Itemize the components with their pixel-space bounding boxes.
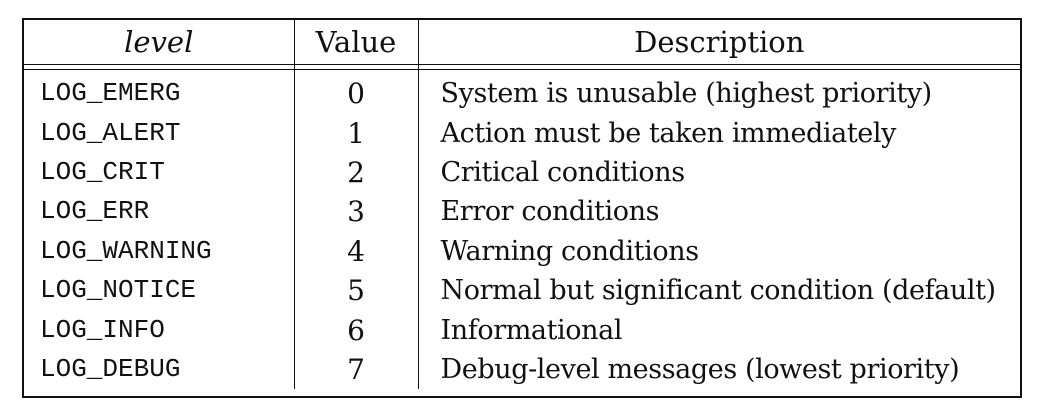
table-body: LOG_EMERG 0 System is unusable (highest … — [24, 69, 1020, 390]
header-level: level — [124, 25, 194, 59]
value-cell: 6 — [293, 310, 418, 350]
header-row: level Value Description — [24, 20, 1020, 65]
value-cell: 7 — [293, 349, 418, 390]
table-row: LOG_WARNING 4 Warning conditions — [24, 231, 1020, 271]
header-description: Description — [417, 20, 1020, 65]
level-cell: LOG_INFO — [40, 314, 165, 345]
level-cell: LOG_DEBUG — [40, 353, 181, 384]
level-cell: LOG_ALERT — [40, 117, 181, 148]
table-row: LOG_INFO 6 Informational — [24, 310, 1020, 350]
value-cell: 0 — [293, 69, 418, 114]
table-header: level Value Description — [24, 20, 1020, 70]
table-row: LOG_DEBUG 7 Debug-level messages (lowest… — [24, 349, 1020, 390]
table-row: LOG_ALERT 1 Action must be taken immedia… — [24, 113, 1020, 153]
description-cell: Action must be taken immediately — [417, 113, 1020, 153]
table-row: LOG_NOTICE 5 Normal but significant cond… — [24, 270, 1020, 311]
table-row: LOG_ERR 3 Error conditions — [24, 192, 1020, 232]
log-levels-table: level Value Description LOG_EMERG 0 Syst… — [24, 20, 1020, 390]
header-value: Value — [293, 20, 418, 65]
log-levels-table-frame: level Value Description LOG_EMERG 0 Syst… — [22, 18, 1022, 398]
header-double-rule — [24, 64, 1020, 70]
level-cell: LOG_NOTICE — [40, 275, 197, 306]
level-cell: LOG_CRIT — [40, 156, 165, 187]
rule-cell — [417, 64, 1020, 70]
description-cell: Informational — [417, 310, 1020, 350]
value-cell: 2 — [293, 152, 418, 193]
description-cell: Warning conditions — [417, 231, 1020, 271]
description-cell: Error conditions — [417, 192, 1020, 232]
rule-cell — [293, 64, 418, 70]
description-cell: Critical conditions — [417, 152, 1020, 193]
value-cell: 4 — [293, 231, 418, 271]
table-row: LOG_CRIT 2 Critical conditions — [24, 152, 1020, 193]
description-cell: Debug-level messages (lowest priority) — [417, 349, 1020, 390]
description-cell: Normal but significant condition (defaul… — [417, 270, 1020, 311]
value-cell: 1 — [293, 113, 418, 153]
level-cell: LOG_EMERG — [40, 78, 181, 109]
description-cell: System is unusable (highest priority) — [417, 69, 1020, 114]
value-cell: 5 — [293, 270, 418, 311]
level-cell: LOG_ERR — [40, 196, 150, 227]
level-cell: LOG_WARNING — [40, 235, 212, 266]
value-cell: 3 — [293, 192, 418, 232]
table-row: LOG_EMERG 0 System is unusable (highest … — [24, 69, 1020, 114]
rule-cell — [24, 64, 294, 70]
